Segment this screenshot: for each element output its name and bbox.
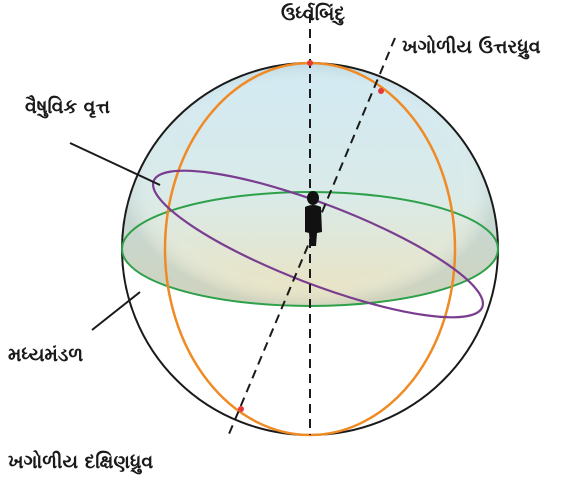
horizon-label: મધ્યમંડળ — [8, 344, 83, 366]
celestial-equator-label: વૈષુવિક વૃત્ત — [25, 95, 111, 118]
south-pole-marker — [238, 406, 244, 412]
celestial-south-pole-label: ખગોળીય દક્ષિણધ્રુવ — [8, 450, 153, 474]
celestial-north-pole-label: ખગોળીય ઉત્તરધ્રુવ — [402, 35, 541, 59]
zenith-label: ઉર્ધ્વબિંદુ — [281, 2, 345, 25]
zenith-point-marker — [307, 60, 313, 66]
north-pole-marker — [378, 88, 384, 94]
